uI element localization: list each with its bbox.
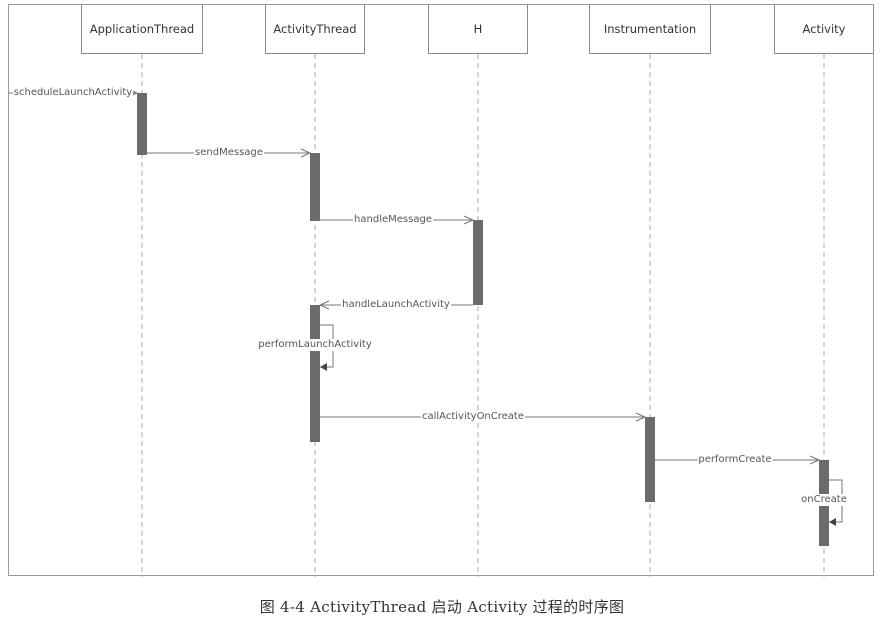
message-label-schedulelaunchactivity: scheduleLaunchActivity bbox=[12, 87, 134, 99]
activation-bar bbox=[645, 417, 655, 502]
self-call-arrowhead bbox=[829, 518, 836, 526]
message-arrowhead bbox=[463, 215, 475, 225]
message-arrowhead bbox=[318, 300, 330, 310]
activation-bar bbox=[310, 305, 320, 442]
activation-bar bbox=[137, 93, 147, 155]
message-label-handlelaunchactivity: handleLaunchActivity bbox=[341, 299, 451, 311]
message-label-callactivityoncreate: callActivityOnCreate bbox=[420, 411, 526, 423]
self-call-arrowhead bbox=[320, 363, 327, 371]
lifeline-box-h: H bbox=[428, 5, 528, 54]
lifeline-box-instrumentation: Instrumentation bbox=[589, 5, 711, 54]
message-label-handlemessage: handleMessage bbox=[353, 214, 433, 226]
sequence-diagram: ApplicationThread ActivityThread H Instr… bbox=[8, 4, 874, 577]
lifeline-box-applicationthread: ApplicationThread bbox=[81, 5, 203, 54]
message-label-sendmessage: sendMessage bbox=[194, 147, 264, 159]
message-label-oncreate: onCreate bbox=[800, 494, 848, 506]
activation-bar bbox=[310, 153, 320, 221]
message-arrowhead bbox=[809, 455, 821, 465]
lifeline-box-activitythread: ActivityThread bbox=[265, 5, 365, 54]
message-label-performcreate: performCreate bbox=[697, 454, 773, 466]
message-arrowhead bbox=[300, 148, 312, 158]
message-arrowhead bbox=[635, 412, 647, 422]
activation-bar bbox=[473, 220, 483, 305]
lifeline-box-activity: Activity bbox=[774, 5, 874, 54]
diagram-canvas bbox=[9, 54, 843, 577]
message-label-performlaunchactivity: performLaunchActivity bbox=[257, 339, 373, 351]
figure-caption: 图 4-4 ActivityThread 启动 Activity 过程的时序图 bbox=[259, 598, 625, 616]
